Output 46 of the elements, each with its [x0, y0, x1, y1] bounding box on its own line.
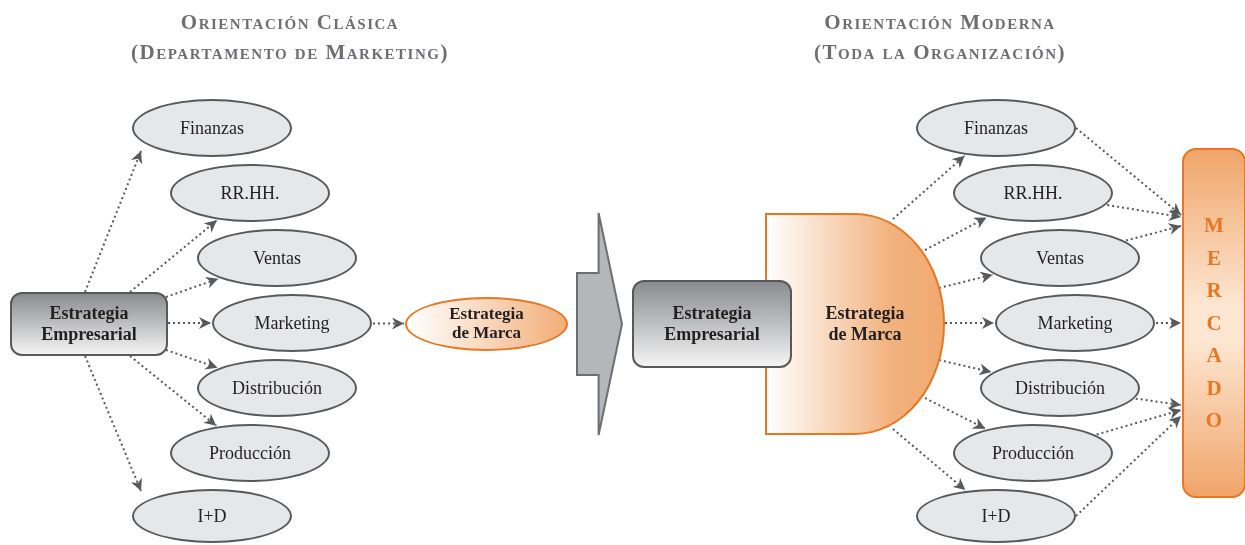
section-title: (Toda la Organización): [813, 40, 1067, 65]
arrow: [1075, 415, 1182, 517]
transition-arrow: [576, 212, 624, 436]
arrow: [944, 317, 995, 329]
department-ellipse: Distribución: [980, 359, 1140, 417]
arrow: [1124, 223, 1182, 242]
arrow: [924, 216, 988, 251]
arrow: [165, 349, 219, 370]
arrow: [167, 317, 212, 329]
section-title: Orientación Clásica: [179, 10, 401, 35]
department-ellipse: RR.HH.: [170, 164, 330, 222]
arrow: [938, 359, 993, 376]
department-ellipse: I+D: [916, 489, 1076, 543]
department-ellipse: I+D: [132, 489, 292, 543]
department-ellipse: Marketing: [212, 294, 372, 352]
strategy-box: Estrategia Empresarial: [10, 292, 168, 356]
department-ellipse: RR.HH.: [953, 164, 1113, 222]
arrow: [892, 428, 967, 492]
arrow: [1155, 317, 1182, 329]
arrow: [165, 276, 220, 298]
arrow: [1106, 204, 1182, 221]
arrow: [924, 397, 987, 430]
department-ellipse: Distribución: [197, 359, 357, 417]
department-ellipse: Finanzas: [916, 99, 1076, 157]
arrow: [129, 219, 218, 293]
department-ellipse: Ventas: [980, 229, 1140, 287]
section-title: (Departamento de Marketing): [130, 40, 450, 65]
department-ellipse: Ventas: [197, 229, 357, 287]
arrow: [129, 355, 218, 427]
vertical-label: MERCADO: [1203, 212, 1225, 435]
arrow: [1095, 407, 1182, 436]
arrow: [1075, 127, 1182, 216]
brand-strategy-shape: Estrategia de Marca: [765, 213, 945, 435]
arrow: [938, 271, 994, 289]
department-ellipse: Producción: [170, 424, 330, 482]
strategy-box: Estrategia Empresarial: [632, 280, 792, 368]
arrow: [372, 317, 405, 330]
arrow: [84, 355, 142, 492]
department-ellipse: Finanzas: [132, 99, 292, 157]
arrow: [84, 150, 143, 293]
section-title: Orientación Moderna: [823, 10, 1057, 35]
department-ellipse: Producción: [953, 424, 1113, 482]
brand-strategy-ellipse: Estrategia de Marca: [405, 297, 568, 351]
market-bar: [1182, 148, 1245, 498]
arrow: [892, 154, 966, 220]
department-ellipse: Marketing: [995, 294, 1155, 352]
